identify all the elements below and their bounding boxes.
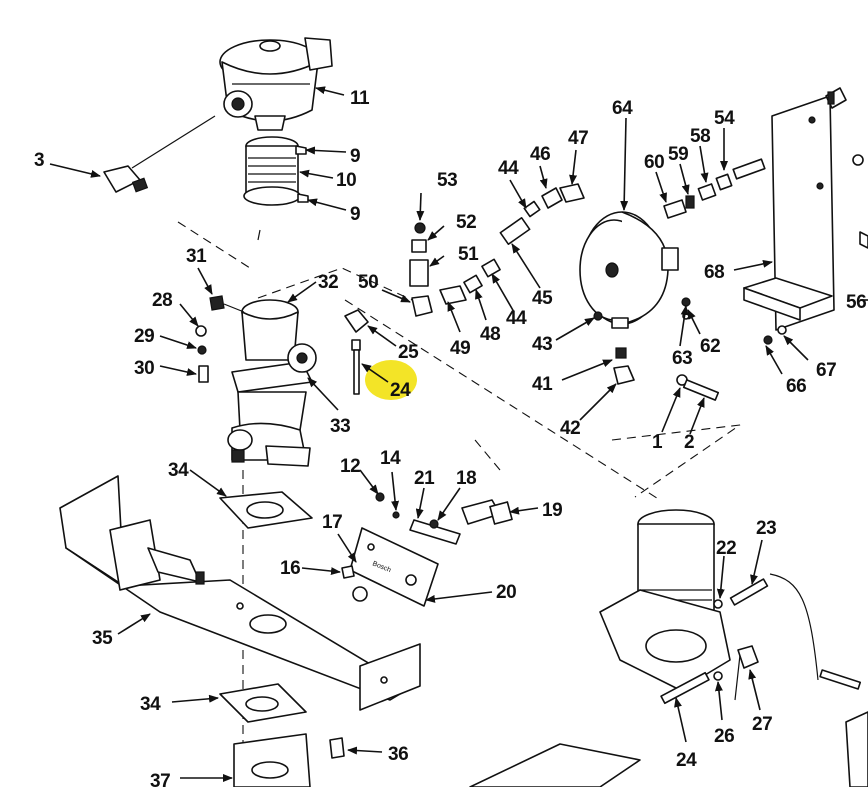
- callout-37: 37: [150, 771, 170, 787]
- callout-44: 44: [498, 158, 519, 179]
- callout-59: 59: [668, 144, 688, 165]
- callout-9: 9: [350, 146, 360, 167]
- callout-54: 54: [714, 108, 735, 129]
- highlight-marker: [365, 360, 417, 400]
- callout-63: 63: [672, 348, 692, 369]
- callout-29: 29: [134, 326, 154, 347]
- base-tray: [59, 475, 421, 711]
- callout-30: 30: [134, 358, 154, 379]
- callout-10: 10: [336, 170, 356, 191]
- callout-52: 52: [456, 212, 476, 233]
- callout-56: 56: [846, 292, 866, 313]
- callout-12: 12: [340, 456, 360, 477]
- hose-with-clamps: [243, 136, 309, 206]
- callout-19: 19: [542, 500, 562, 521]
- callout-62: 62: [700, 336, 720, 357]
- callout-9: 9: [350, 204, 360, 225]
- callout-16: 16: [280, 558, 300, 579]
- regulator-fittings: [663, 158, 766, 219]
- callout-26: 26: [714, 726, 734, 747]
- callout-21: 21: [414, 468, 435, 489]
- callout-17: 17: [322, 512, 342, 533]
- callout-68: 68: [704, 262, 724, 283]
- callout-31: 31: [186, 246, 207, 267]
- callout-46: 46: [530, 144, 550, 165]
- leader-lines: [49, 86, 868, 782]
- callout-42: 42: [560, 418, 580, 439]
- callout-3: 3: [34, 150, 44, 171]
- callout-34: 34: [140, 694, 161, 715]
- vaporizer-assembly: [599, 509, 868, 787]
- mixer-plate-assembly: Bosch: [341, 492, 513, 607]
- lower-gasket-and-adapter: [219, 683, 345, 787]
- air-cleaner: [219, 37, 333, 131]
- callout-28: 28: [152, 290, 172, 311]
- callout-66: 66: [786, 376, 806, 397]
- elbow-fitting: [103, 165, 149, 193]
- callout-48: 48: [480, 324, 500, 345]
- callout-23: 23: [756, 518, 776, 539]
- callout-24: 24: [676, 750, 697, 771]
- callout-36: 36: [388, 744, 408, 765]
- callout-34: 34: [168, 460, 189, 481]
- callout-58: 58: [690, 126, 710, 147]
- callout-49: 49: [450, 338, 470, 359]
- callout-1: 1: [652, 432, 663, 453]
- upper-gasket: [219, 491, 313, 529]
- carburetor: [227, 299, 317, 467]
- callout-22: 22: [716, 538, 736, 559]
- callout-11: 11: [350, 88, 370, 109]
- callout-33: 33: [330, 416, 350, 437]
- callout-51: 51: [458, 244, 479, 265]
- callout-18: 18: [456, 468, 476, 489]
- callout-67: 67: [816, 360, 836, 381]
- callout-2: 2: [684, 432, 694, 453]
- callout-53: 53: [437, 170, 457, 191]
- callout-24: 24: [390, 380, 411, 401]
- callout-44: 44: [506, 308, 527, 329]
- callout-45: 45: [532, 288, 553, 309]
- callout-60: 60: [644, 152, 664, 173]
- carburetor-small-parts: [195, 295, 245, 383]
- callout-27: 27: [752, 714, 772, 735]
- callout-50: 50: [358, 272, 378, 293]
- lower-regulator-parts: [593, 297, 720, 401]
- fuel-line-fittings: [409, 183, 585, 317]
- callout-14: 14: [380, 448, 401, 469]
- callout-47: 47: [568, 128, 588, 149]
- callout-41: 41: [532, 374, 553, 395]
- fitting-and-tube: [344, 309, 369, 395]
- callout-64: 64: [612, 98, 633, 119]
- mounting-bracket: [743, 87, 868, 345]
- callout-25: 25: [398, 342, 419, 363]
- callout-32: 32: [318, 272, 338, 293]
- callout-43: 43: [532, 334, 552, 355]
- pressure-regulator: [579, 211, 679, 329]
- bottom-container: [469, 743, 641, 787]
- callout-20: 20: [496, 582, 516, 603]
- callout-35: 35: [92, 628, 113, 649]
